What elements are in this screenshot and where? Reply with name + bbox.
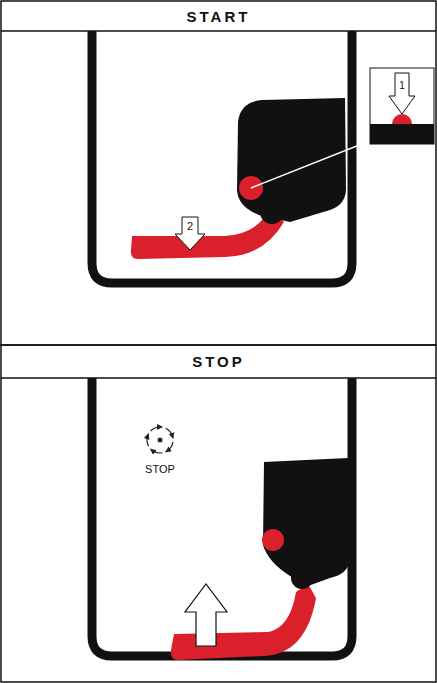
panel-header: START bbox=[2, 2, 435, 30]
detail-inset bbox=[370, 68, 434, 144]
handle-bar bbox=[92, 378, 352, 656]
panel-frame bbox=[1, 345, 436, 682]
inset-housing bbox=[370, 124, 434, 144]
control-housing bbox=[237, 98, 346, 222]
control-lever bbox=[131, 210, 284, 259]
inset-button bbox=[392, 114, 412, 124]
rotation-arrow bbox=[152, 450, 162, 453]
rotation-arrow bbox=[166, 428, 173, 436]
pivot-knob bbox=[260, 200, 284, 224]
icon-label: STOP bbox=[145, 464, 175, 475]
rotation-arrow bbox=[147, 436, 149, 447]
control-lever bbox=[171, 584, 316, 660]
control-housing bbox=[263, 458, 350, 586]
callout-number: 1 bbox=[399, 81, 405, 91]
handle-bar bbox=[92, 31, 352, 283]
release-arrow bbox=[185, 584, 227, 646]
header-rule bbox=[1, 30, 436, 32]
press-arrow bbox=[389, 73, 415, 114]
header-rule bbox=[1, 377, 436, 379]
rotation-arrow bbox=[167, 442, 173, 451]
push-button bbox=[262, 529, 284, 551]
pull-arrow bbox=[175, 217, 205, 250]
rotation-arrow bbox=[151, 427, 161, 431]
panel-frame bbox=[1, 1, 436, 345]
panel-header: STOP bbox=[2, 346, 435, 377]
panel-title: START bbox=[187, 8, 251, 25]
blade-stop-icon bbox=[147, 427, 173, 453]
pivot-knob bbox=[291, 567, 313, 589]
panel-title: STOP bbox=[192, 353, 245, 370]
callout-number: 2 bbox=[187, 221, 193, 232]
